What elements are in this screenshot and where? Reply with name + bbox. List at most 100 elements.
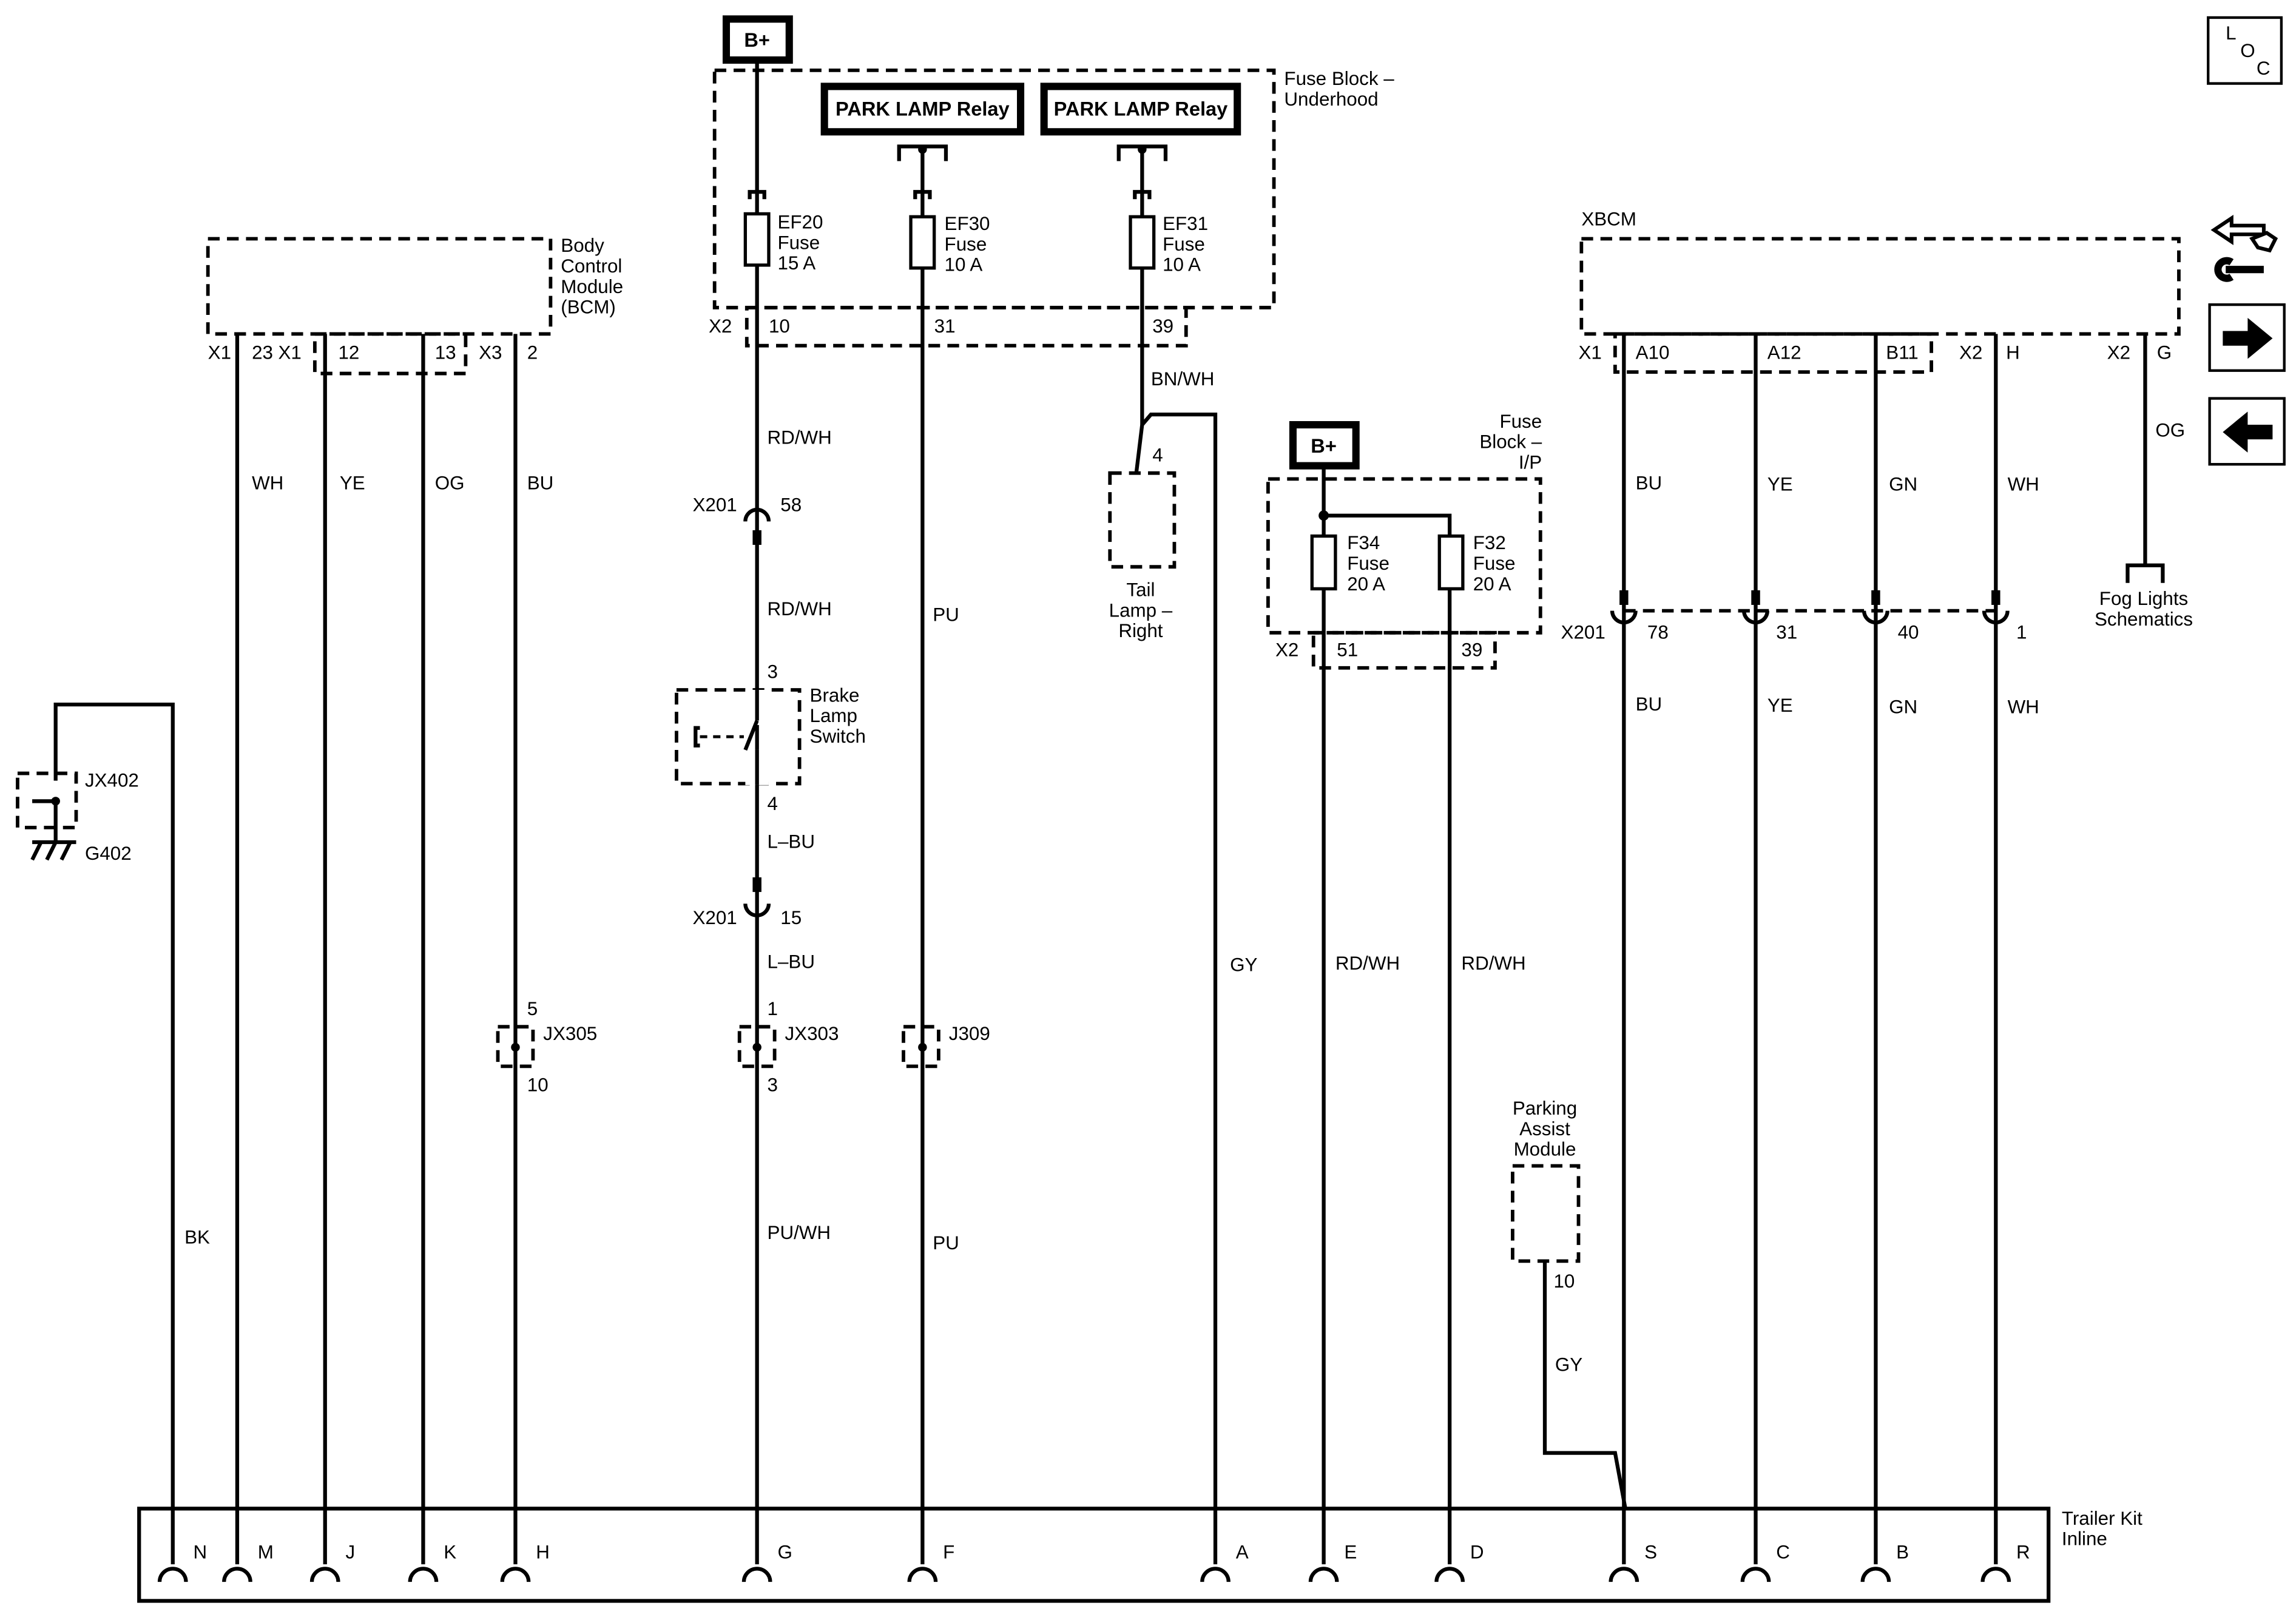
x201-78-female (1610, 610, 1638, 624)
bcm-x1-label-1: X1 (208, 342, 231, 363)
wire-label-rdwh-2: RD/WH (768, 598, 832, 619)
svg-text:Fuse: Fuse (1163, 234, 1205, 255)
pin-10: 10 (769, 316, 790, 337)
svg-text:B+: B+ (744, 29, 770, 51)
trailer-pin-label: A (1236, 1541, 1249, 1562)
svg-text:C: C (2257, 58, 2271, 79)
x201-15-female (743, 903, 771, 917)
wire-label-bu-xbcm: BU (1636, 472, 1663, 493)
wire-label-og-fog: OG (2155, 419, 2185, 441)
jx303-pin-3: 3 (768, 1074, 778, 1095)
jx402-outline (16, 771, 78, 829)
trailer-pin-r: R (1980, 1541, 2030, 1582)
trailer-pin-a: A (1200, 1541, 1249, 1582)
trailer-pin-label: R (2016, 1541, 2030, 1562)
tail-lamp-feed-wire (1134, 424, 1144, 474)
wire-label-ye-lower: YE (1768, 695, 1793, 716)
svg-text:Fuse: Fuse (1473, 553, 1516, 574)
svg-text:I/P: I/P (1519, 451, 1542, 473)
xbcm-pin-a12: A12 (1768, 342, 1801, 363)
trailer-pin-label: C (1776, 1541, 1790, 1562)
svg-text:(BCM): (BCM) (561, 297, 616, 318)
svg-text:20 A: 20 A (1347, 573, 1385, 595)
xbcm-x1-connector (1613, 332, 1933, 374)
wire-label-puwh: PU/WH (768, 1222, 831, 1243)
pin-39: 39 (1152, 316, 1173, 337)
f32-fuse-label: F32 Fuse 20 A (1473, 532, 1516, 595)
brake-lamp-switch-outline (675, 688, 802, 786)
x201-label-15: X201 (692, 907, 737, 928)
park-lamp-relay-1: PARK LAMP Relay (820, 83, 1025, 136)
trailer-pin-b: B (1860, 1541, 1909, 1582)
trailer-pin-label: F (943, 1541, 954, 1562)
svg-text:EF30: EF30 (945, 213, 990, 234)
x201-31-male (1751, 590, 1760, 605)
trailer-pin-terminal-icon (500, 1567, 531, 1582)
jx402-splice-dot (51, 797, 60, 806)
trailer-pin-label: B (1896, 1541, 1909, 1562)
svg-text:Trailer Kit: Trailer Kit (2062, 1508, 2142, 1529)
jx305-label: JX305 (543, 1023, 597, 1044)
f34-fuse-symbol (1310, 534, 1337, 591)
brake-switch-pin-3: 3 (768, 661, 778, 683)
pin-51: 51 (1337, 639, 1358, 660)
connector-views-icon[interactable] (2210, 215, 2278, 282)
trailer-pin-h: H (500, 1541, 550, 1582)
trailer-pin-d: D (1434, 1541, 1484, 1582)
svg-text:Right: Right (1118, 620, 1163, 641)
svg-text:O: O (2240, 40, 2255, 61)
xbcm-pin-a10: A10 (1636, 342, 1670, 363)
trailer-pin-label: K (444, 1541, 456, 1562)
trailer-pin-terminal-icon (1980, 1567, 2011, 1582)
trailer-pin-j: J (309, 1541, 355, 1582)
trailer-pin-terminal-icon (222, 1567, 252, 1582)
fuse-block-underhood-label: Fuse Block – Underhood (1284, 68, 1394, 110)
bcm-pin-13: 13 (435, 342, 456, 363)
svg-text:15 A: 15 A (777, 252, 815, 274)
trailer-pin-n: N (157, 1541, 207, 1582)
bcm-x3-label: X3 (479, 342, 502, 363)
pin-15: 15 (780, 907, 802, 928)
xbcm-x1-label: X1 (1579, 342, 1602, 363)
wire-label-gy-pam: GY (1555, 1354, 1582, 1375)
wire-label-bu-lower: BU (1636, 694, 1663, 715)
fuse-ip-splice-dot (1319, 510, 1329, 521)
trailer-pin-label: G (777, 1541, 792, 1562)
j309-label: J309 (949, 1023, 990, 1044)
previous-page-arrow-icon[interactable] (2208, 397, 2286, 466)
jx305-pin-10: 10 (527, 1074, 549, 1095)
loc-icon[interactable]: L O C (2207, 16, 2283, 85)
x201-label-xbcm: X201 (1561, 621, 1606, 643)
x201-15-male (752, 877, 761, 893)
trailer-pin-terminal-icon (907, 1567, 938, 1582)
svg-text:Body: Body (561, 235, 604, 256)
xbcm-label: XBCM (1581, 209, 1636, 230)
fuse-block-ip-label: Fuse Block – I/P (1479, 411, 1542, 473)
svg-text:Inline: Inline (2062, 1528, 2107, 1550)
bcm-pin-2: 2 (527, 342, 538, 363)
svg-text:Switch: Switch (810, 726, 866, 747)
trailer-kit-label: Trailer Kit Inline (2062, 1508, 2142, 1550)
svg-text:Schematics: Schematics (2095, 609, 2193, 630)
wire-label-gn-xbcm: GN (1889, 474, 1917, 495)
svg-text:10 A: 10 A (945, 254, 983, 275)
x201-pin-78: 78 (1647, 621, 1669, 643)
fuse-block-x2-connector (745, 306, 1188, 348)
bcm-x1-label-2: X1 (279, 342, 302, 363)
svg-text:10 A: 10 A (1163, 254, 1201, 275)
trailer-pin-terminal-icon (157, 1567, 188, 1582)
x201-label-58: X201 (692, 494, 737, 515)
trailer-pin-terminal-icon (1308, 1567, 1339, 1582)
park-lamp-relay-2: PARK LAMP Relay (1040, 83, 1241, 136)
svg-text:L: L (2226, 22, 2236, 44)
svg-text:PARK LAMP Relay: PARK LAMP Relay (1054, 98, 1228, 120)
next-page-arrow-icon[interactable] (2208, 303, 2286, 372)
svg-text:Parking: Parking (1513, 1098, 1577, 1119)
trailer-pin-terminal-icon (309, 1567, 340, 1582)
pin-39-ip: 39 (1461, 639, 1482, 660)
xbcm-x2-label-h: X2 (1959, 342, 1982, 363)
svg-text:20 A: 20 A (1473, 573, 1511, 595)
ground-symbol-icon (30, 841, 72, 861)
tail-lamp-pin-4: 4 (1152, 444, 1163, 465)
